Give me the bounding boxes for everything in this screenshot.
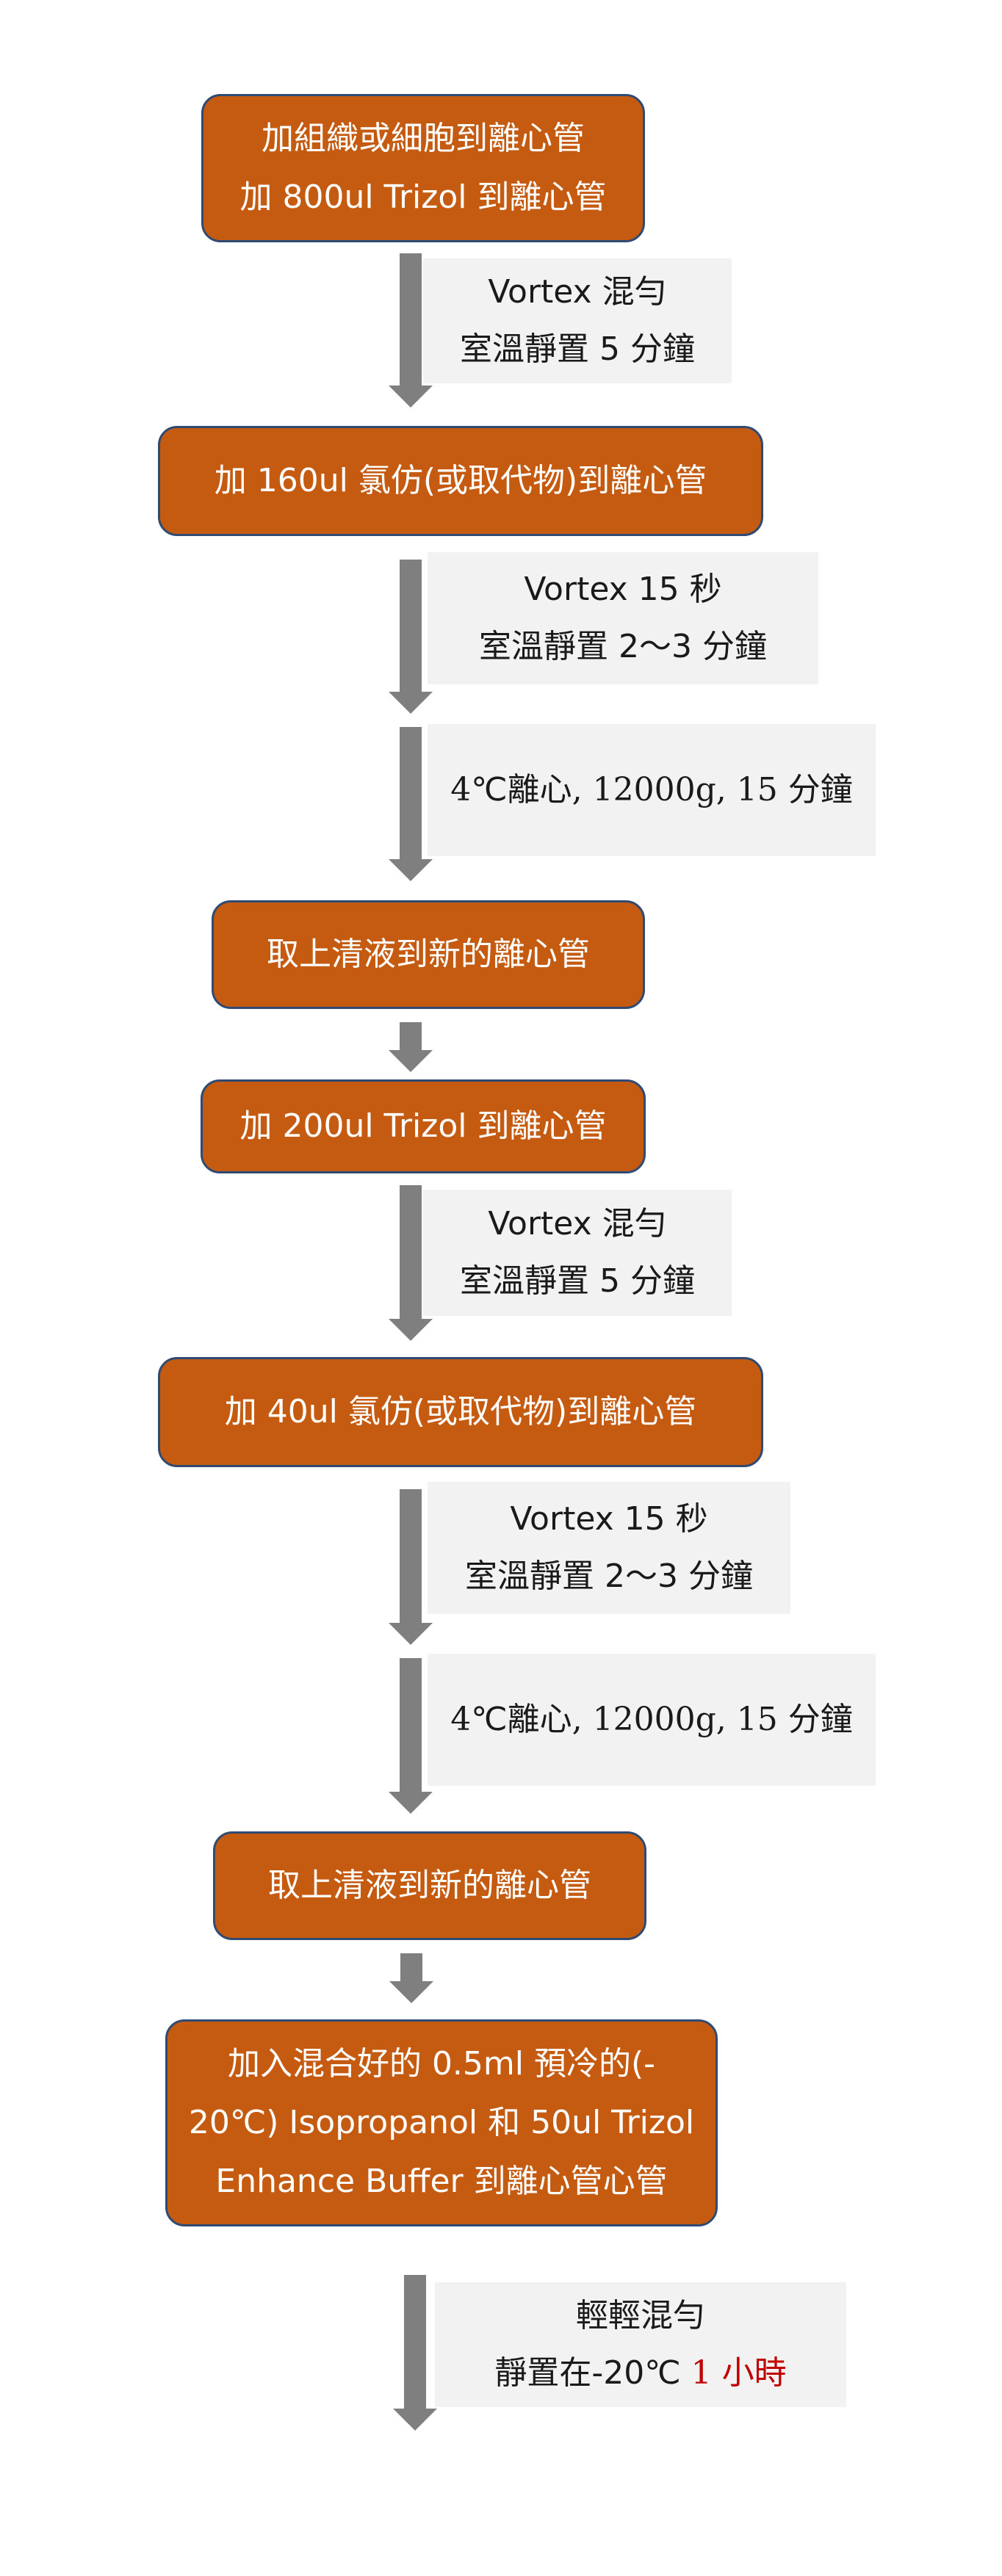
step-note-vortex-15s: Vortex 15 秒 室溫靜置 2～3 分鐘 <box>428 1482 790 1614</box>
step-note-vortex-mix: Vortex 混勻 室溫靜置 5 分鐘 <box>423 258 732 383</box>
arrow-down <box>385 1022 436 1072</box>
step-12-text: 取上清液到新的離心管 <box>268 1867 591 1904</box>
note-2-line-1: Vortex 15 秒 <box>524 571 722 608</box>
step-box-isopropanol: 加入混合好的 0.5ml 預冷的(- 20℃) Isopropanol 和 50… <box>165 2019 718 2226</box>
note-6-text: 4℃離心, 12000g, 15 分鐘 <box>450 1701 853 1738</box>
step-13-line-1: 加入混合好的 0.5ml 預冷的(- <box>227 2045 656 2083</box>
note-7-line-1: 輕輕混勻 <box>576 2297 705 2334</box>
step-box-chloroform: 加 160ul 氯仿(或取代物)到離心管 <box>158 426 763 536</box>
arrow-down <box>381 560 440 714</box>
note-4-line-2: 室溫靜置 5 分鐘 <box>460 1262 695 1300</box>
arrow-down <box>381 727 440 881</box>
note-5-line-2: 室溫靜置 2～3 分鐘 <box>465 1557 753 1595</box>
step-1-line-2: 加 800ul Trizol 到離心管 <box>239 178 607 216</box>
step-3-text: 加 160ul 氯仿(或取代物)到離心管 <box>214 462 707 499</box>
note-2-line-2: 室溫靜置 2～3 分鐘 <box>479 628 767 665</box>
note-5-line-1: Vortex 15 秒 <box>510 1500 708 1538</box>
step-9-text: 加 40ul 氯仿(或取代物)到離心管 <box>224 1393 697 1430</box>
step-note-incubate: 輕輕混勻 靜置在-20℃ 1 小時 <box>435 2282 846 2407</box>
step-box-1: 加組織或細胞到離心管 加 800ul Trizol 到離心管 <box>201 94 645 242</box>
note-3-text: 4℃離心, 12000g, 15 分鐘 <box>450 771 853 808</box>
arrow-down <box>381 1489 440 1645</box>
step-box-supernatant: 取上清液到新的離心管 <box>212 900 645 1009</box>
arrow-down <box>386 1953 437 2003</box>
step-note-centrifuge: 4℃離心, 12000g, 15 分鐘 <box>428 724 876 856</box>
step-7-text: 加 200ul Trizol 到離心管 <box>239 1107 607 1145</box>
note-1-line-1: Vortex 混勻 <box>488 273 667 311</box>
step-box-trizol-200: 加 200ul Trizol 到離心管 <box>201 1079 646 1173</box>
step-note-vortex-15s: Vortex 15 秒 室溫靜置 2～3 分鐘 <box>428 552 818 684</box>
step-box-chloroform: 加 40ul 氯仿(或取代物)到離心管 <box>158 1357 763 1467</box>
arrow-down <box>386 2275 444 2431</box>
step-box-supernatant: 取上清液到新的離心管 <box>213 1831 646 1940</box>
note-4-line-1: Vortex 混勻 <box>488 1205 667 1242</box>
step-13-line-3: Enhance Buffer 到離心管心管 <box>215 2163 668 2200</box>
arrow-down <box>381 1185 440 1341</box>
step-1-line-1: 加組織或細胞到離心管 <box>262 120 585 157</box>
arrow-down <box>381 253 440 408</box>
note-7-line-2: 靜置在-20℃ 1 小時 <box>494 2354 787 2392</box>
step-13-line-2: 20℃) Isopropanol 和 50ul Trizol <box>188 2104 695 2141</box>
step-6-text: 取上清液到新的離心管 <box>267 936 590 973</box>
step-note-vortex-mix: Vortex 混勻 室溫靜置 5 分鐘 <box>423 1190 732 1316</box>
arrow-down <box>381 1658 440 1814</box>
step-note-centrifuge: 4℃離心, 12000g, 15 分鐘 <box>428 1654 876 1786</box>
duration-highlight: 1 小時 <box>691 2354 787 2392</box>
note-1-line-2: 室溫靜置 5 分鐘 <box>460 330 695 368</box>
